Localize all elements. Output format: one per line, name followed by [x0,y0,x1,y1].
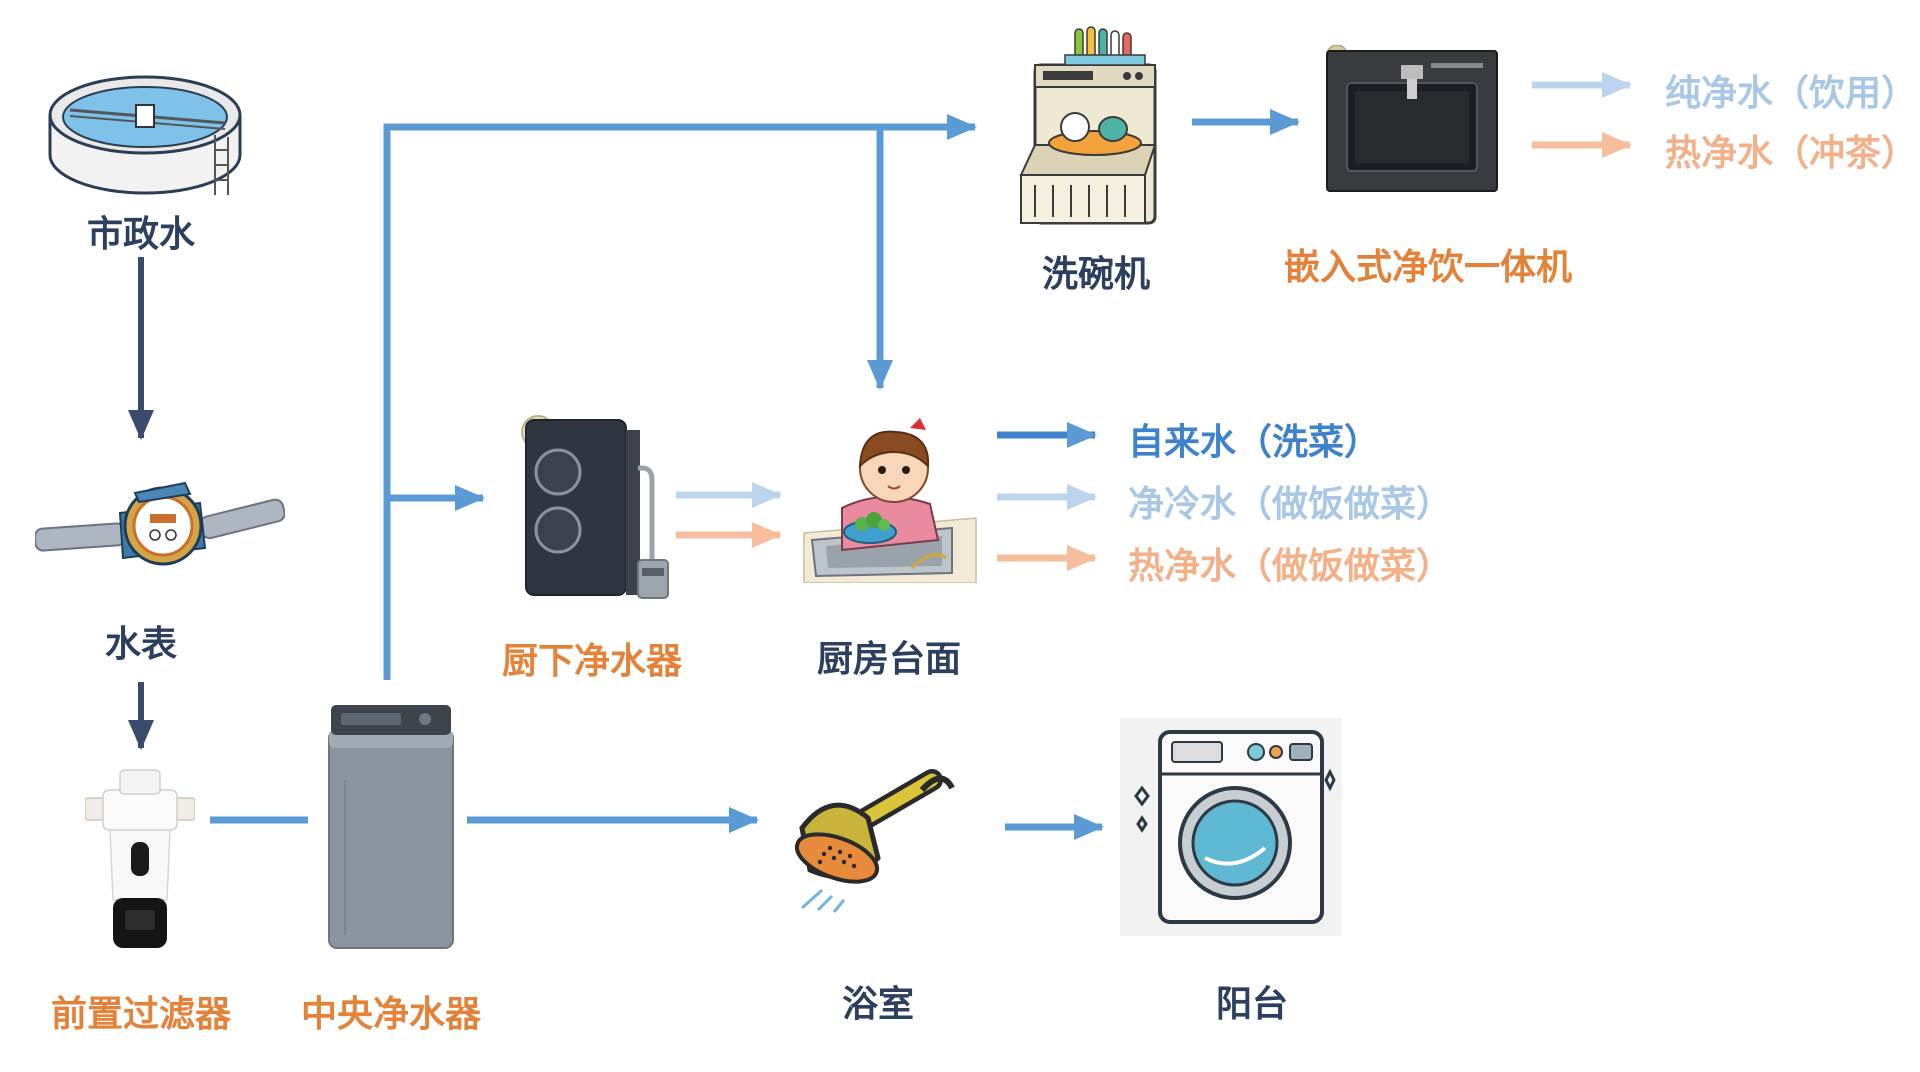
label-tap-water: 自来水（洗菜） [1128,422,1381,463]
label-bathroom: 浴室 [841,984,915,1025]
washing-machine-icon [1120,718,1342,936]
label-dishwasher: 洗碗机 [1041,254,1151,295]
label-balcony: 阳台 [1215,984,1289,1025]
central-water-purifier-icon [328,705,454,949]
label-under-sink-purifier: 厨下净水器 [501,641,683,682]
label-central-purifier: 中央净水器 [300,994,482,1035]
label-municipal-water: 市政水 [86,214,196,255]
built-in-water-dispenser-icon [1326,45,1498,192]
label-dispenser-pure-water: 纯净水（饮用） [1665,73,1918,114]
label-water-meter: 水表 [104,624,178,665]
label-pre-filter: 前置过滤器 [50,994,232,1035]
label-kitchen-counter: 厨房台面 [816,639,962,680]
label-built-in-dispenser: 嵌入式净饮一体机 [1283,247,1573,288]
label-dispenser-hot-water: 热净水（冲茶） [1665,133,1918,174]
label-cold-purified-water: 净冷水（做饭做菜） [1128,484,1453,525]
pre-filter-icon [85,769,195,948]
water-meter-icon [35,481,285,566]
girl-washing-vegetables-icon [802,408,978,583]
label-hot-purified-water: 热净水（做饭做菜） [1128,546,1453,587]
pipe-central-to-dishwasher [383,114,977,680]
water-treatment-tank-icon [48,75,242,195]
dishwasher-icon [1019,26,1157,225]
shower-head-icon [794,769,955,913]
under-sink-purifier-icon [521,415,669,599]
